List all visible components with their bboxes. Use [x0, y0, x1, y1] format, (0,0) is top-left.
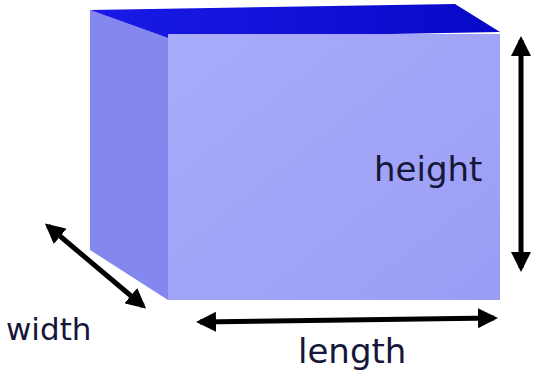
- left-face: [90, 10, 168, 300]
- width-label: width: [6, 314, 91, 345]
- height-label: height: [374, 152, 482, 186]
- length-label: length: [298, 334, 406, 368]
- height-arrow: [519, 40, 524, 268]
- length-arrow: [200, 318, 494, 322]
- front-face: [168, 34, 500, 300]
- width-arrow: [48, 226, 143, 306]
- top-face: [90, 4, 500, 38]
